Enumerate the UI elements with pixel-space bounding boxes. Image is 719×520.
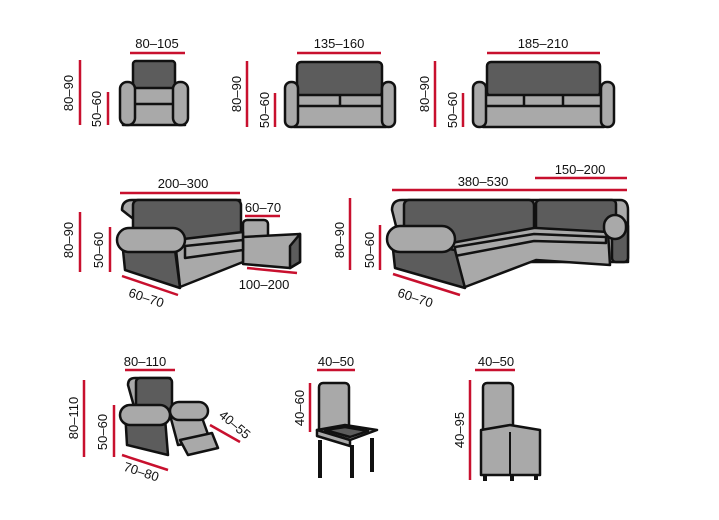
chaise-sofa-seat-height: 50–60 [91,232,106,268]
recliner-seat-height: 50–60 [95,414,110,450]
chair-width: 40–50 [318,354,354,369]
skirted-chair: 40–50 40–95 [452,354,542,481]
corner-sofa-chaise: 200–300 60–70 100–200 60–70 80–90 50–60 [61,176,302,310]
recliner-width: 80–110 [124,354,166,369]
two-seat-sofa: 135–160 80–90 50–60 [229,36,397,129]
chaise-width: 60–70 [245,200,281,215]
corner-sofa-height: 80–90 [332,222,347,258]
recliner-height: 80–110 [66,397,81,439]
chaise-length: 100–200 [239,277,290,292]
three-seat-width: 185–210 [518,36,569,51]
chaise-sofa-width: 200–300 [158,176,209,191]
skirted-chair-height: 40–95 [452,412,467,448]
chair-back-height: 40–60 [292,390,307,426]
recliner-depth: 70–80 [122,459,161,484]
corner-sofa-depth: 60–70 [396,285,435,310]
two-seat-seat-height: 50–60 [257,92,272,128]
armchair-height: 80–90 [61,75,76,111]
two-seat-height: 80–90 [229,76,244,112]
corner-sofa-width: 380–530 [458,174,509,189]
chaise-sofa-height: 80–90 [61,222,76,258]
skirted-chair-width: 40–50 [478,354,514,369]
two-seat-width: 135–160 [314,36,365,51]
three-seat-sofa: 185–210 80–90 50–60 [417,36,616,129]
three-seat-height: 80–90 [417,76,432,112]
armchair-width: 80–105 [135,36,178,51]
chair: 40–50 40–60 [292,354,379,478]
corner-sofa: 380–530 150–200 60–70 80–90 50–60 [332,162,630,310]
corner-sofa-seat-height: 50–60 [362,232,377,268]
recliner: 80–110 40–55 70–80 80–110 50–60 [66,354,254,484]
armchair-seat-height: 50–60 [89,91,104,127]
three-seat-seat-height: 50–60 [445,92,460,128]
corner-sofa-side-width: 150–200 [555,162,606,177]
recliner-footrest: 40–55 [216,407,253,442]
armchair: 80–105 80–90 50–60 [61,36,190,127]
